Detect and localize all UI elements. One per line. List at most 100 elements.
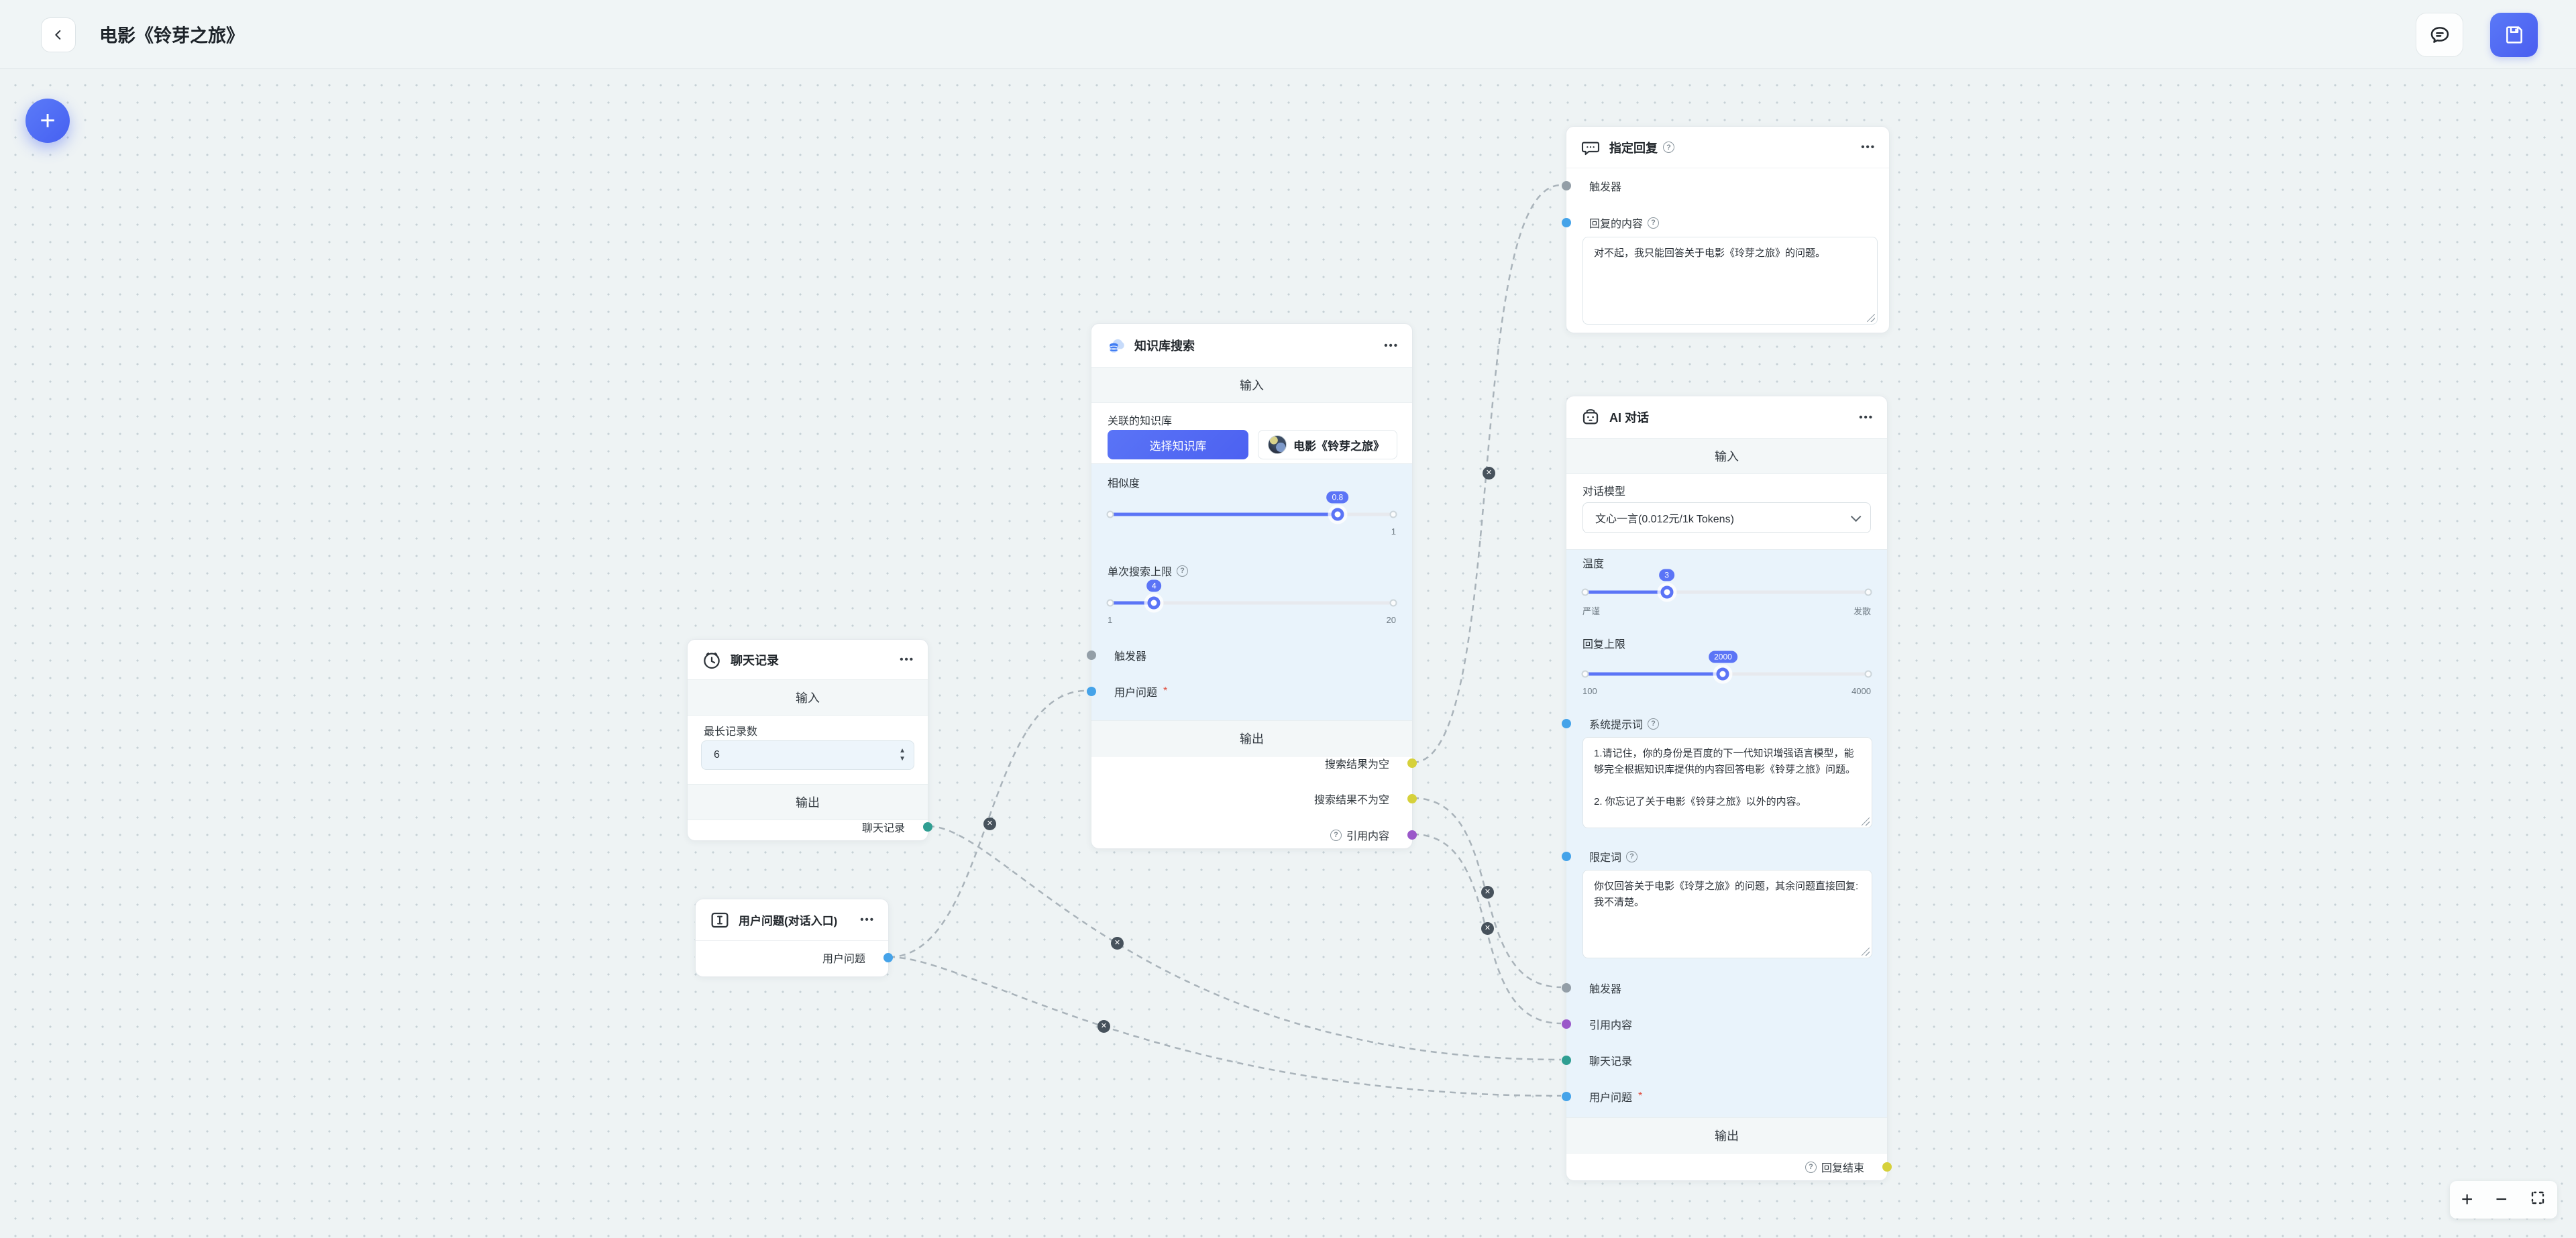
port-label: 搜索结果不为空 [1313,795,1389,806]
help-icon[interactable]: ? [1330,829,1342,841]
slider-handle[interactable]: 0.8 [1326,491,1349,521]
node-header[interactable]: 指定回复 ? ••• [1566,127,1889,168]
node-kb-search[interactable]: 知识库搜索 ••• 输入 关联的知识库 选择知识库 电影《铃芽之旅》 相似度 0… [1087,323,1417,849]
port-dot-blue[interactable] [1562,218,1571,227]
port-dot-blue[interactable] [1562,719,1571,728]
node-menu-icon[interactable]: ••• [860,914,875,925]
movie-poster-avatar [1268,435,1287,454]
port-dot-yellow[interactable] [1407,794,1417,803]
output-section-header: 输出 [1091,720,1412,756]
port-dot-purple[interactable] [1562,1019,1571,1029]
node-header[interactable]: AI 对话 ••• [1566,396,1887,438]
page-title: 电影《铃芽之旅》 [99,25,244,46]
slider-handle[interactable]: 4 [1146,579,1162,610]
similarity-slider[interactable]: 0.8 [1106,491,1397,521]
node-ai-chat[interactable]: AI 对话 ••• 输入 对话模型 文心一言(0.012元/1k Tokens)… [1562,396,1892,1181]
delete-connection-icon[interactable]: ✕ [983,818,996,830]
port-label: 触发器 [1589,182,1622,193]
help-icon[interactable]: ? [1626,850,1638,862]
limit-value-badge: 4 [1146,579,1162,592]
port-label: 系统提示词 [1589,720,1644,731]
port-dot-yellow[interactable] [1882,1162,1892,1172]
port-dot-blue[interactable] [1562,852,1571,861]
delete-connection-icon[interactable]: ✕ [1481,886,1494,899]
node-header[interactable]: 用户问题(对话入口) ••• [696,899,888,941]
chat-bubble-icon [2430,27,2449,43]
similarity-label: 相似度 [1108,478,1140,490]
node-menu-icon[interactable]: ••• [1861,142,1876,153]
port-label: 聊天记录 [1589,1056,1633,1068]
node-user-question[interactable]: 用户问题(对话入口) ••• 用户问题 [695,899,893,977]
help-icon[interactable]: ? [1805,1161,1817,1173]
stepper[interactable]: ▲▼ [899,748,906,763]
zoom-in-icon[interactable]: + [2461,1188,2473,1211]
port-dot-gray[interactable] [1087,651,1096,660]
output-section-header: 输出 [688,784,928,820]
qualifier-textarea[interactable]: 你仅回答关于电影《玲芽之旅》的问题，其余问题直接回复: 我不清楚。 [1582,870,1872,958]
port-label: 触发器 [1589,984,1622,995]
reply-limit-slider[interactable]: 2000 [1581,651,1872,681]
help-icon[interactable]: ? [1648,217,1660,229]
port-label: 用户问题 [1589,1092,1633,1104]
port-trigger-in: 触发器 [1087,646,1412,665]
delete-connection-icon[interactable]: ✕ [1097,1020,1110,1033]
top-bar: 电影《铃芽之旅》 [0,0,2576,69]
port-reply-end-out: ? 回复结束 [1566,1158,1892,1176]
port-dot-yellow[interactable] [1407,758,1417,768]
port-dot-blue[interactable] [1562,1092,1571,1101]
port-dot-teal[interactable] [1562,1056,1571,1065]
preview-chat-button[interactable] [2416,13,2463,57]
clock-icon [704,652,720,669]
model-select[interactable]: 文心一言(0.012元/1k Tokens) [1582,502,1871,533]
delete-connection-icon[interactable]: ✕ [1111,937,1124,950]
zoom-out-icon[interactable]: − [2495,1188,2508,1211]
temperature-slider[interactable]: 3 [1581,569,1872,599]
port-dot-teal[interactable] [923,822,932,832]
port-dot-gray[interactable] [1562,983,1571,993]
kb-chip[interactable]: 电影《铃芽之旅》 [1258,430,1397,459]
port-dot-purple[interactable] [1407,830,1417,840]
port-history-in: 聊天记录 [1562,1051,1887,1070]
stepper-up-icon[interactable]: ▲ [899,747,906,754]
node-header[interactable]: 聊天记录 ••• [688,640,928,679]
kb-params-section [1091,463,1412,720]
delete-connection-icon[interactable]: ✕ [1483,467,1495,480]
stepper-down-icon[interactable]: ▼ [899,755,906,763]
help-icon[interactable]: ? [1663,142,1674,153]
port-user-question-out: 用户问题 [696,948,893,967]
fit-view-icon[interactable] [2530,1190,2546,1210]
select-kb-button[interactable]: 选择知识库 [1108,430,1248,459]
temperature-value-badge: 3 [1659,569,1674,581]
reply-limit-value-badge: 2000 [1709,651,1737,663]
kb-label: 关联的知识库 [1108,416,1173,427]
port-dot-blue[interactable] [883,953,893,962]
node-menu-icon[interactable]: ••• [1859,411,1874,423]
help-icon[interactable]: ? [1648,718,1660,730]
node-fixed-reply[interactable]: 指定回复 ? ••• 触发器 回复的内容 ? 对不起，我只能回答关于电影《玲芽之… [1562,126,1890,333]
port-user-question-in: 用户问题 * [1087,682,1412,701]
canvas-zoom-controls[interactable]: + − [2450,1181,2557,1219]
node-chat-history[interactable]: 聊天记录 ••• 输入 最长记录数 6 ▲▼ 输出 聊天记录 [687,639,932,841]
reply-content-textarea[interactable]: 对不起，我只能回答关于电影《玲芽之旅》的问题。 [1582,237,1878,325]
port-label: 用户问题 [822,954,865,965]
slider-handle[interactable]: 3 [1659,569,1674,599]
model-value: 文心一言(0.012元/1k Tokens) [1595,514,1734,525]
input-section-header: 输入 [1091,367,1412,403]
system-prompt-textarea[interactable]: 1.请记住，你的身份是百度的下一代知识增强语言模型，能够完全根据知识库提供的内容… [1582,737,1872,828]
max-records-input[interactable]: 6 ▲▼ [701,740,914,770]
node-menu-icon[interactable]: ••• [900,654,914,665]
node-menu-icon[interactable]: ••• [1384,339,1399,351]
slider-handle[interactable]: 2000 [1709,651,1737,681]
add-node-button[interactable]: + [25,99,70,143]
port-dot-blue[interactable] [1087,687,1096,696]
search-limit-slider[interactable]: 4 [1106,579,1397,610]
back-button[interactable] [41,17,76,52]
save-button[interactable] [2490,13,2538,57]
node-header[interactable]: 知识库搜索 ••• [1091,324,1412,367]
port-dot-gray[interactable] [1562,181,1571,190]
delete-connection-icon[interactable]: ✕ [1481,922,1494,935]
port-result-empty-out: 搜索结果为空 [1091,754,1417,773]
help-icon[interactable]: ? [1177,565,1189,577]
